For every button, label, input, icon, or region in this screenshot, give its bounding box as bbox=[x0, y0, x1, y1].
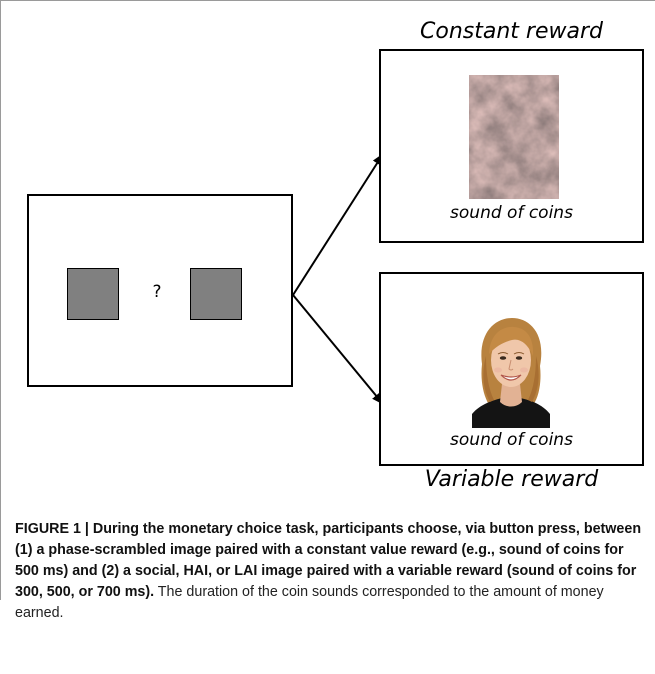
variable-reward-title: Variable reward bbox=[424, 467, 599, 492]
sound-of-coins-label-constant: sound of coins bbox=[450, 203, 573, 223]
caption-regular-text: The duration of the coin sounds correspo… bbox=[15, 584, 604, 621]
variable-reward-screen: sound of coins bbox=[379, 272, 644, 466]
caption-bold-text: During the monetary choice task, partici… bbox=[15, 521, 642, 600]
arrow-to-constant bbox=[292, 153, 384, 296]
arrow-to-variable bbox=[292, 294, 384, 405]
right-choice-square bbox=[190, 268, 242, 320]
constant-reward-title: Constant reward bbox=[420, 19, 603, 44]
phase-scrambled-image bbox=[469, 75, 559, 199]
question-mark: ? bbox=[152, 282, 162, 302]
left-choice-square bbox=[67, 268, 119, 320]
sound-of-coins-label-variable: sound of coins bbox=[450, 430, 573, 450]
arrows bbox=[292, 153, 384, 405]
constant-reward-screen: sound of coins bbox=[379, 49, 644, 243]
face-image bbox=[472, 318, 550, 428]
figure-caption: FIGURE 1 | During the monetary choice ta… bbox=[15, 519, 643, 624]
figure-panel: ? Constant reward sound of coins bbox=[0, 0, 655, 621]
choice-screen: ? bbox=[27, 194, 293, 387]
caption-label: FIGURE 1 | bbox=[15, 521, 93, 537]
